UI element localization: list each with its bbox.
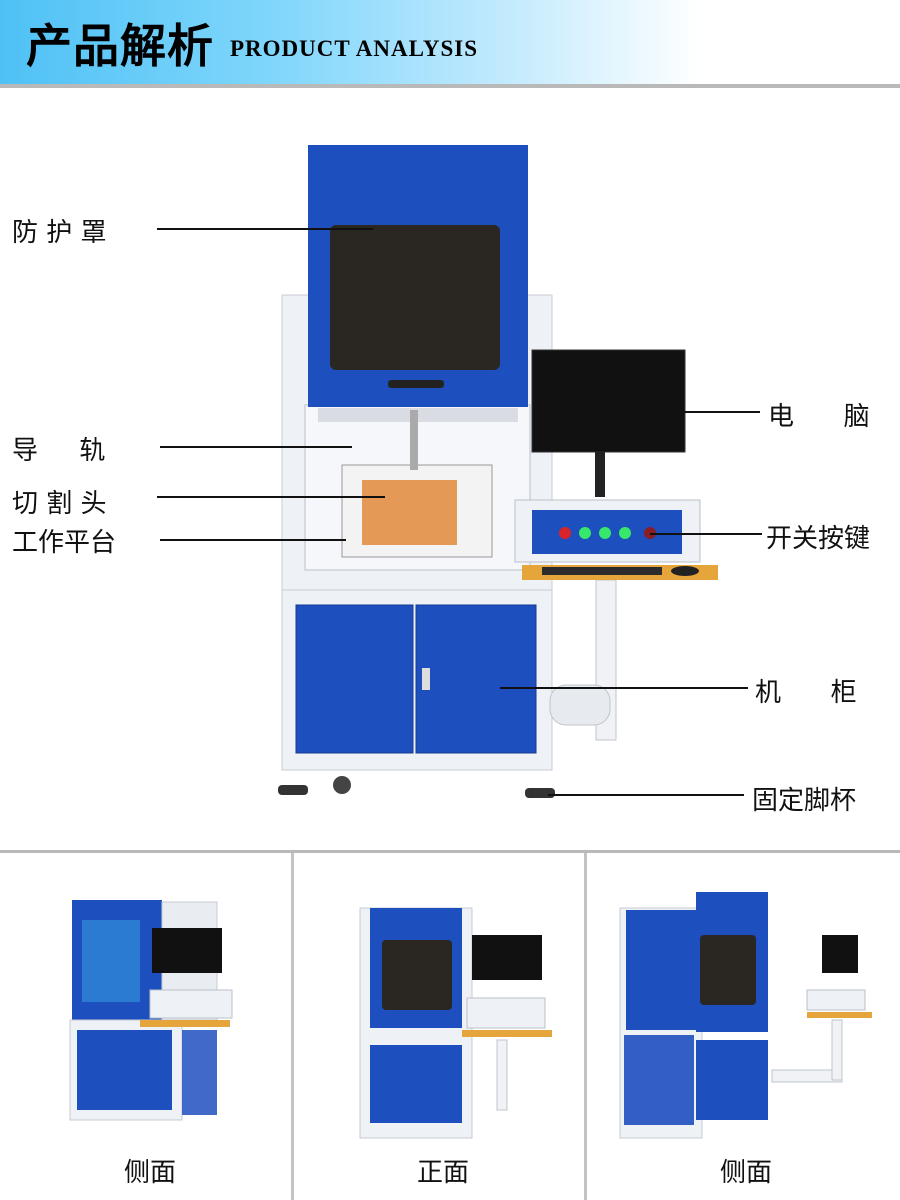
machine-main-image: [278, 145, 718, 798]
header-title-en: PRODUCT ANALYSIS: [230, 36, 478, 61]
leader-computer: [610, 411, 760, 413]
header-banner: 产品解析 PRODUCT ANALYSIS: [0, 0, 900, 84]
leader-platform: [160, 539, 346, 541]
header-title-cn: 产品解析: [26, 19, 214, 73]
header-divider: [0, 84, 900, 88]
leader-rail: [160, 446, 352, 448]
column-divider-2: [584, 853, 587, 1200]
column-divider-1: [291, 853, 294, 1200]
label-head: 切 割 头: [12, 489, 107, 519]
label-cabinet: 机 柜: [755, 678, 857, 708]
caption-front-view: 正面: [416, 1158, 469, 1188]
leader-cover: [157, 228, 373, 230]
label-rail: 导 轨: [12, 436, 106, 466]
leader-head: [157, 496, 385, 498]
thumb-left-view: [69, 900, 233, 1121]
section-divider: [0, 850, 900, 853]
label-foot: 固定脚杯: [752, 786, 857, 816]
leader-foot: [548, 794, 744, 796]
leader-cabinet: [500, 687, 748, 689]
leader-switch: [650, 533, 762, 535]
thumb-front-view: [359, 907, 552, 1139]
label-cover: 防 护 罩: [12, 218, 107, 248]
thumb-right-view: [619, 892, 872, 1139]
label-switch: 开关按键: [766, 524, 871, 554]
label-computer: 电 脑: [768, 402, 870, 432]
caption-left-view: 侧面: [123, 1158, 176, 1188]
caption-right-view: 侧面: [719, 1158, 772, 1188]
label-platform: 工作平台: [12, 528, 117, 558]
